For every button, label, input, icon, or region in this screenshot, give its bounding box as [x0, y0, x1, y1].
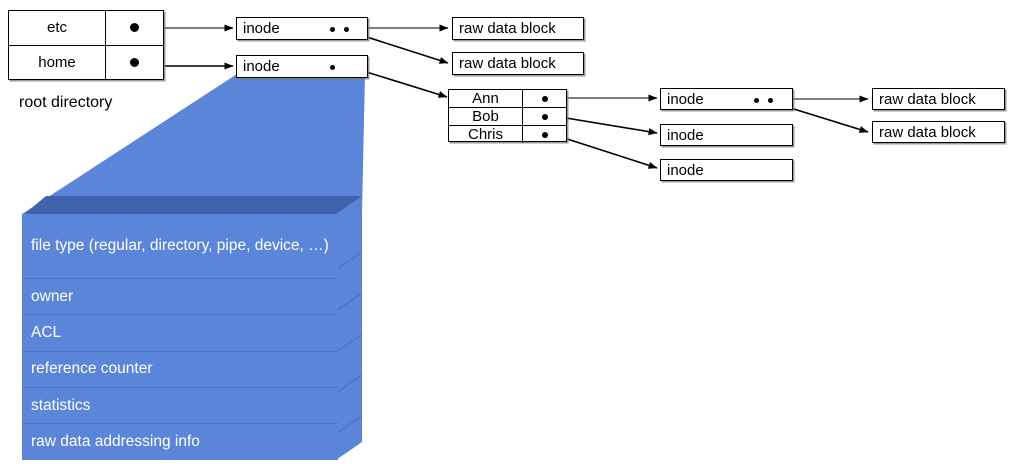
- inode-field-file-type: file type (regular, directory, pipe, dev…: [22, 214, 338, 280]
- inode-pointer-dot-1-icon: [330, 27, 335, 32]
- link-bob-to-inode: [559, 116, 658, 136]
- inode-detail-top-face: [22, 196, 362, 216]
- home-directory-table[interactable]: Ann Bob Chris: [448, 89, 567, 143]
- inode-label: inode: [667, 90, 704, 108]
- inode-label: inode: [667, 161, 704, 179]
- inode-label: inode: [243, 58, 280, 75]
- table-row[interactable]: Chris: [449, 126, 566, 143]
- table-row[interactable]: etc: [9, 11, 163, 46]
- table-row[interactable]: home: [9, 45, 163, 80]
- raw-data-block-etc-1[interactable]: raw data block: [452, 17, 584, 40]
- root-entry-name-home: home: [9, 45, 106, 79]
- inode-detail-front-face: file type (regular, directory, pipe, dev…: [22, 214, 338, 460]
- home-entry-name-ann: Ann: [449, 90, 523, 107]
- home-entry-name-chris: Chris: [449, 126, 523, 143]
- inode-pointer-dot-2-icon: [344, 27, 349, 32]
- table-row[interactable]: Ann: [449, 90, 566, 108]
- inode-field-owner: owner: [22, 279, 338, 316]
- inode-detail-side-face: [336, 196, 362, 460]
- inode-field-reference-counter: reference counter: [22, 352, 338, 388]
- inode-field-acl: ACL: [22, 315, 338, 352]
- root-entry-pointer-home[interactable]: [106, 46, 163, 80]
- raw-data-block-etc-2[interactable]: raw data block: [452, 52, 584, 75]
- home-entry-pointer-bob[interactable]: [523, 108, 566, 125]
- pointer-dot-icon: [130, 23, 139, 33]
- root-directory-table[interactable]: etc home: [8, 10, 164, 80]
- inode-box-ann[interactable]: inode: [660, 88, 793, 110]
- inode-pointer-dot-1-icon: [330, 65, 335, 70]
- pointer-dot-icon: [541, 95, 548, 102]
- inode-box-chris[interactable]: inode: [660, 159, 793, 181]
- pointer-dot-icon: [130, 57, 139, 67]
- inode-box-home[interactable]: inode: [236, 55, 368, 78]
- pointer-dot-icon: [541, 131, 548, 138]
- table-row[interactable]: Bob: [449, 108, 566, 126]
- home-entry-name-bob: Bob: [449, 108, 523, 125]
- raw-data-block-label: raw data block: [879, 123, 976, 141]
- link-chris-to-inode: [557, 135, 658, 169]
- inode-box-bob[interactable]: inode: [660, 124, 793, 146]
- pointer-dot-icon: [541, 113, 548, 120]
- raw-data-block-ann-2[interactable]: raw data block: [872, 121, 1005, 143]
- root-entry-name-etc: etc: [9, 11, 106, 45]
- raw-data-block-label: raw data block: [459, 20, 556, 37]
- home-entry-pointer-ann[interactable]: [523, 90, 566, 107]
- inode-box-etc[interactable]: inode: [236, 17, 368, 40]
- raw-data-block-label: raw data block: [459, 55, 556, 72]
- raw-data-block-ann-1[interactable]: raw data block: [872, 88, 1005, 110]
- inode-pointer-dot-1-icon: [754, 98, 759, 103]
- raw-data-block-label: raw data block: [879, 90, 976, 108]
- root-directory-label: root directory: [19, 94, 113, 111]
- inode-field-raw-data-addressing-info: raw data addressing info: [31, 433, 200, 451]
- inode-field-statistics: statistics: [22, 388, 338, 424]
- root-entry-pointer-etc[interactable]: [106, 11, 163, 45]
- inode-detail-block: file type (regular, directory, pipe, dev…: [22, 196, 362, 460]
- inode-label: inode: [667, 126, 704, 144]
- inode-pointer-dot-2-icon: [768, 98, 773, 103]
- home-entry-pointer-chris[interactable]: [523, 126, 566, 143]
- inode-label: inode: [243, 20, 280, 37]
